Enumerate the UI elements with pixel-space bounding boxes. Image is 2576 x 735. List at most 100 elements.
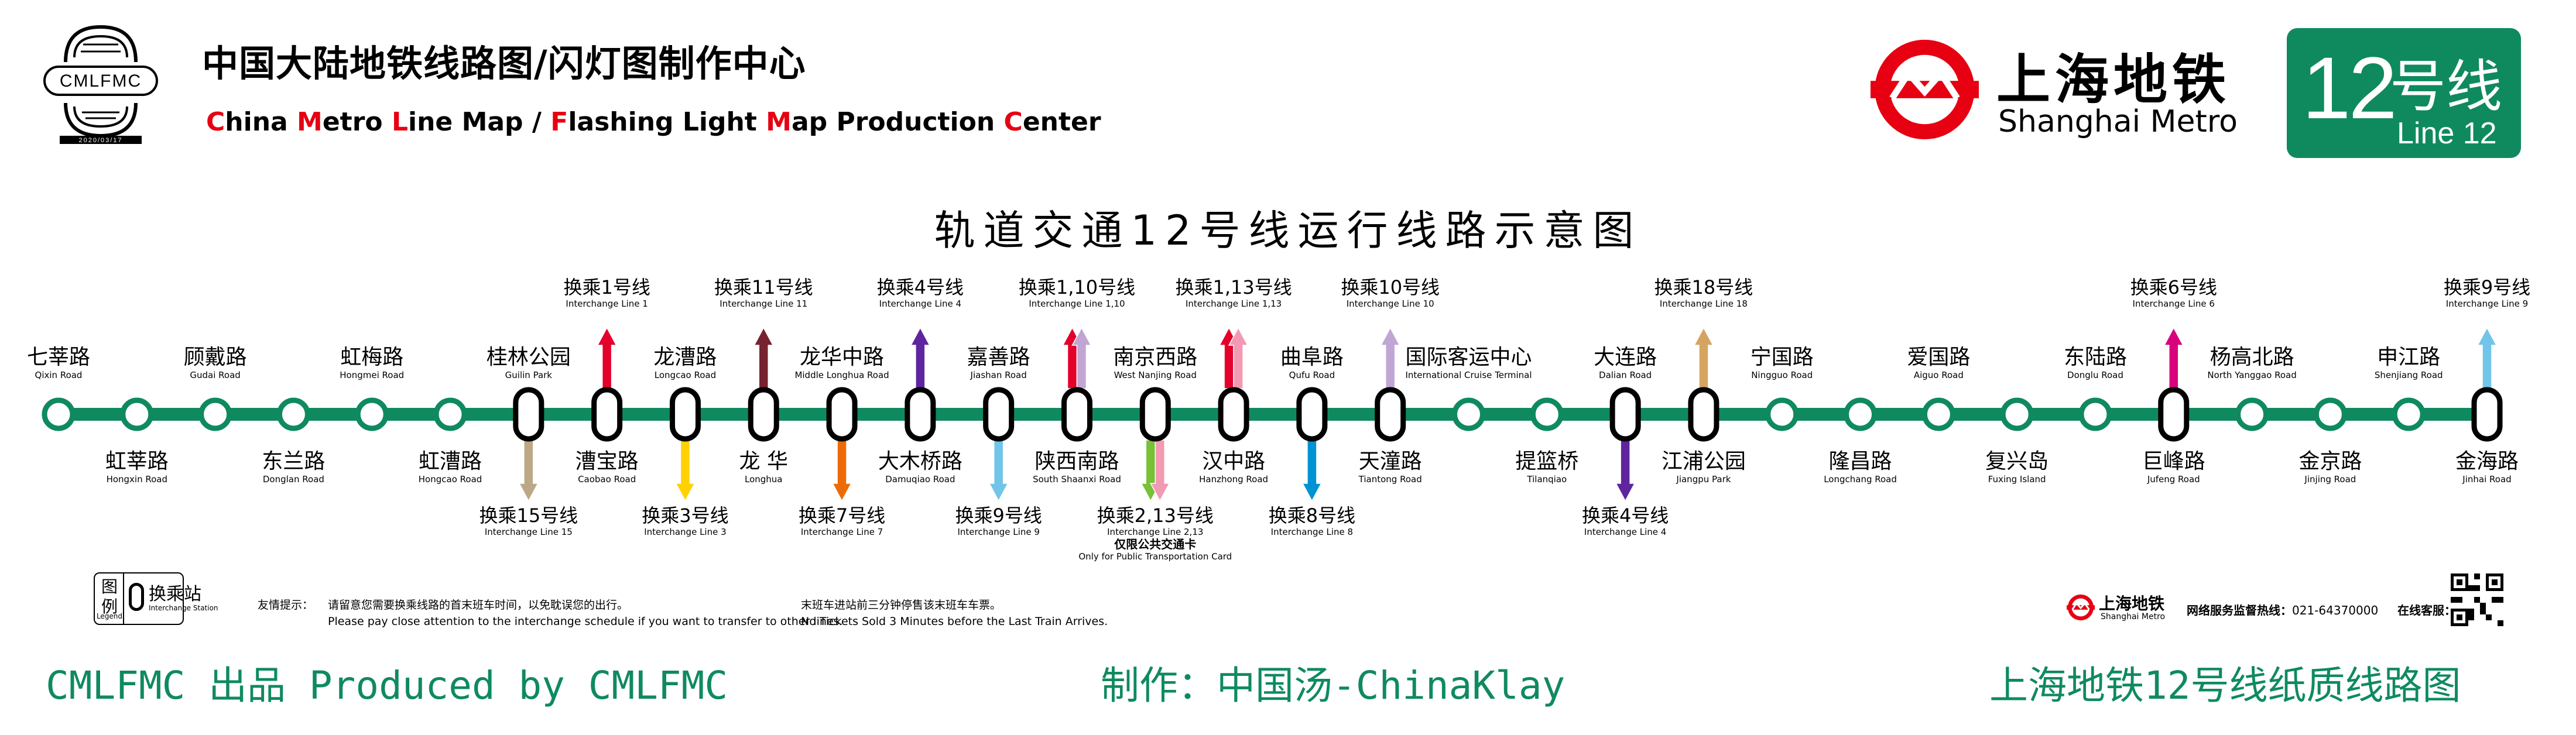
station-name-en: Qufu Road <box>1289 370 1335 380</box>
transfer-label-cn: 换乘7号线 <box>798 504 886 527</box>
transfer-arrow-line8 <box>1301 439 1323 502</box>
transfer-label-en: Interchange Line 6 <box>2132 298 2215 309</box>
legend: 图例 Legend 换乘站 Interchange Station <box>94 572 218 625</box>
station-name-en: Hongxin Road <box>106 474 168 485</box>
legend-item-en: Interchange Station <box>149 604 218 612</box>
station-name-cn: 七莘路 <box>26 345 91 369</box>
transfer-label-cn: 换乘1,13号线 <box>1175 276 1292 298</box>
station-name-cn: 桂林公园 <box>486 345 571 369</box>
station-name-en: Donglan Road <box>262 474 324 485</box>
station-name-cn: 龙华中路 <box>800 345 885 369</box>
transfer-arrow-line7 <box>831 439 852 502</box>
transfer-label-en: Interchange Line 8 <box>1270 527 1354 537</box>
interchange-station-marker <box>513 387 544 442</box>
org-title-cn: 中国大陆地铁线路图/闪灯图制作中心 <box>202 42 806 85</box>
transfer-label-en: Interchange Line 2,13 <box>1107 527 1204 537</box>
station-name-en: Tiantong Road <box>1358 474 1422 485</box>
station-marker <box>1765 397 1799 431</box>
station-name-cn: 龙漕路 <box>653 345 717 369</box>
station-name-cn: 曲阜路 <box>1280 345 1344 369</box>
transfer-label-cn: 换乘9号线 <box>955 504 1042 527</box>
transfer-arrow-line15 <box>518 439 539 502</box>
interchange-station-marker <box>748 387 779 442</box>
org-title-en: China Metro Line Map / Flashing Light Ma… <box>206 107 1101 137</box>
transfer-arrow-line4 <box>1615 439 1636 502</box>
interchange-station-marker <box>1296 387 1328 442</box>
station-name-cn: 大连路 <box>1594 345 1657 369</box>
interchange-station-marker <box>1061 387 1092 442</box>
transfer-arrow-line9 <box>2476 327 2498 389</box>
transfer-label-cn: 换乘2,13号线 <box>1097 504 1214 527</box>
interchange-station-marker <box>2471 387 2503 442</box>
station-name-en: Middle Longhua Road <box>794 370 889 380</box>
interchange-station-marker <box>983 387 1015 442</box>
transfer-label-en: Interchange Line 4 <box>1584 527 1667 537</box>
station-marker <box>2313 397 2347 431</box>
footer-metro-logo-icon <box>2067 594 2095 621</box>
legend-label-en: Legend <box>96 612 123 620</box>
station-name-en: Hongcao Road <box>418 474 482 485</box>
station-name-en: Jufeng Road <box>2147 474 2200 485</box>
station-name-en: Shenjiang Road <box>2374 370 2443 380</box>
last-train-cn: 末班车进站前三分钟停售该末班车车票。 <box>801 599 1002 612</box>
transfer-label-en: Interchange Line 9 <box>957 527 1040 537</box>
station-name-en: Longchang Road <box>1824 474 1897 485</box>
footer-operator-cn: 上海地铁 <box>2099 594 2165 613</box>
station-name-en: Dalian Road <box>1599 370 1652 380</box>
transfer-arrow-line18 <box>1693 327 1714 389</box>
station-name-cn: 巨峰路 <box>2142 449 2205 473</box>
station-name-en: Hanzhong Road <box>1199 474 1269 485</box>
station-marker <box>2000 397 2034 431</box>
station-name-en: Ningguo Road <box>1751 370 1813 380</box>
station-marker <box>2235 397 2269 431</box>
transfer-label-en: Interchange Line 1,10 <box>1029 298 1125 309</box>
station-name-en: Damuqiao Road <box>885 474 955 485</box>
footer-operator-en: Shanghai Metro <box>2101 612 2166 621</box>
station-name-cn: 东陆路 <box>2063 345 2127 369</box>
transfer-label-en: Interchange Line 15 <box>484 527 573 537</box>
transfer-label-en: Interchange Line 7 <box>800 527 883 537</box>
produced-by: CMLFMC 出品 Produced by CMLFMC <box>46 663 728 708</box>
station-name-en: Jiangpu Park <box>1676 474 1731 485</box>
hotline: 网络服务监督热线：021-64370000 <box>2187 601 2378 618</box>
station-name-en: Qixin Road <box>35 370 83 380</box>
interchange-station-marker <box>1139 387 1171 442</box>
transfer-arrow-line4 <box>910 327 931 389</box>
station-marker <box>433 397 467 431</box>
station-marker <box>2078 397 2112 431</box>
org-title-en-part: lashing Light <box>568 107 766 137</box>
org-title-en-part: etro <box>322 107 392 137</box>
interchange-station-marker <box>591 387 623 442</box>
station-name-en: Jiashan Road <box>970 370 1027 380</box>
station-name-cn: 宁国路 <box>1750 345 1814 369</box>
transfer-arrow-line13 <box>1228 327 1249 389</box>
station-name-cn: 漕宝路 <box>575 449 639 473</box>
station-name-en: North Yanggao Road <box>2207 370 2297 380</box>
transfer-label-cn: 换乘15号线 <box>479 504 578 527</box>
station-name-en: Jinjing Road <box>2304 474 2356 485</box>
hotline-number: 021-64370000 <box>2292 603 2379 617</box>
transfer-arrow-line9 <box>988 439 1009 502</box>
transfer-label-cn: 换乘8号线 <box>1268 504 1356 527</box>
station-marker <box>42 397 76 431</box>
station-marker <box>1921 397 1955 431</box>
station-name-en: Caobao Road <box>578 474 636 485</box>
line-number: 12 <box>2302 39 2397 137</box>
transfer-arrow-line1 <box>597 327 617 389</box>
qr-code-icon[interactable] <box>2451 573 2503 626</box>
